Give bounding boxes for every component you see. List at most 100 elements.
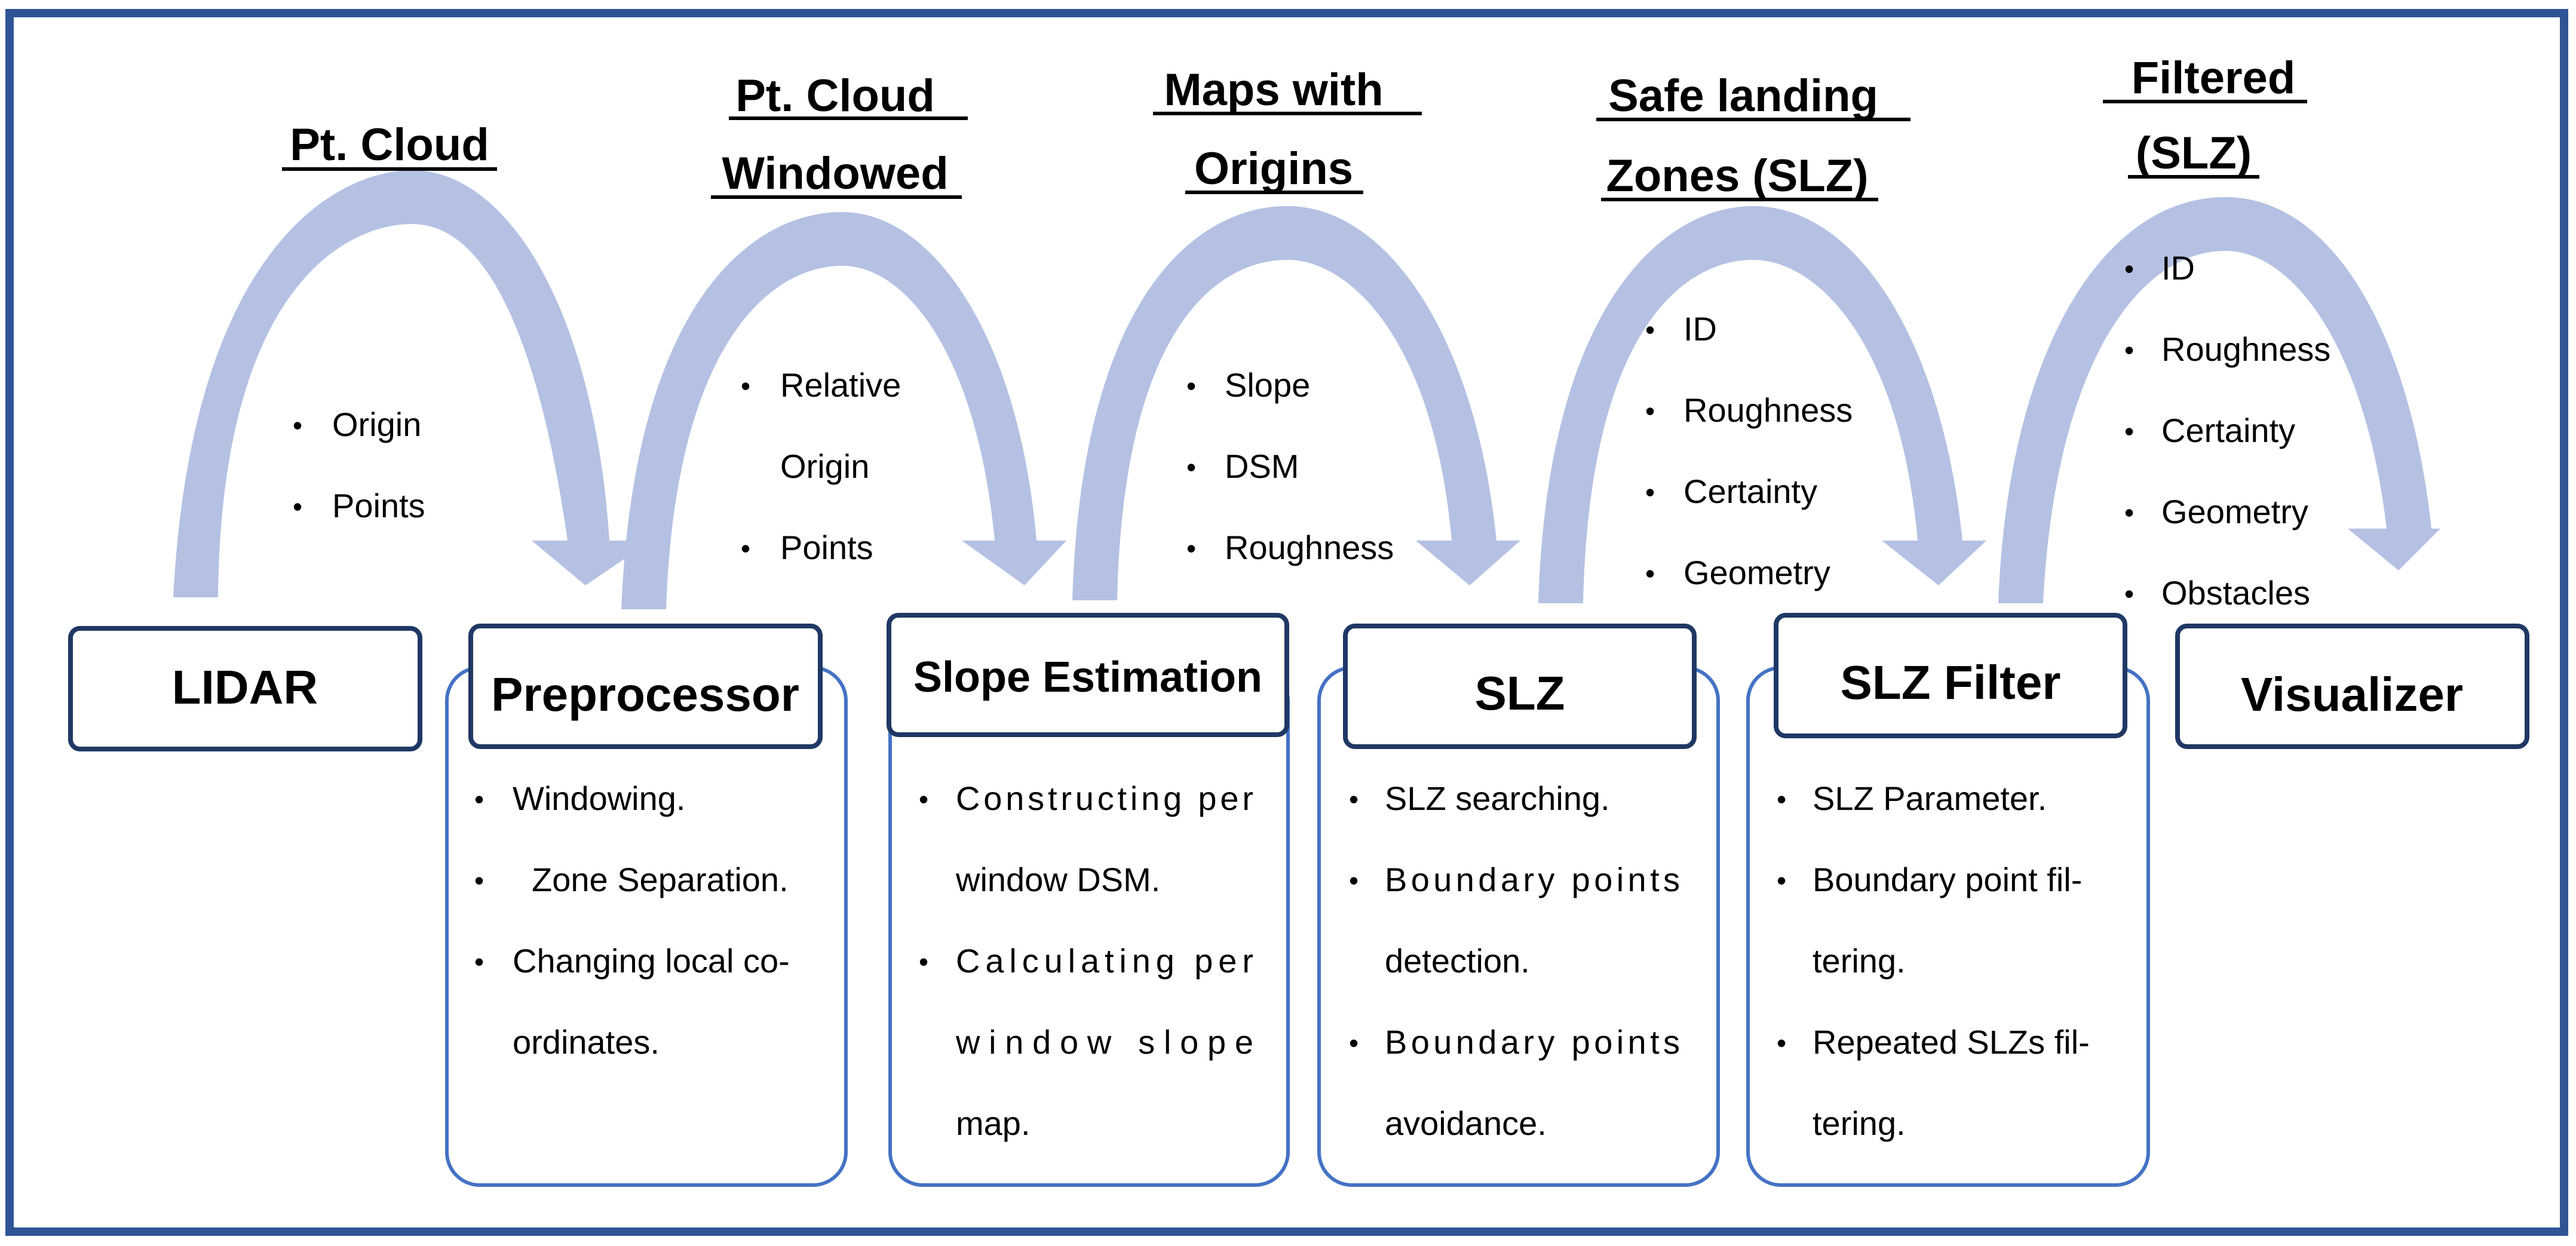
arc-item: ID	[1683, 310, 1717, 348]
panel-item: Changing local co-	[513, 942, 790, 980]
arc-item: Relative	[780, 366, 901, 404]
arc-item: Geometry	[1683, 554, 1830, 591]
panel-item: ordinates.	[513, 1023, 660, 1061]
arc-title-5: Filtered (SLZ)	[2103, 53, 2307, 179]
arc-items-1: • Origin • Points	[293, 406, 425, 524]
bullet-dot: •	[474, 865, 484, 896]
arc-title-line: Safe landing	[1608, 70, 1878, 121]
bullet-dot: •	[1777, 865, 1786, 896]
panel-item: Calculating per	[956, 942, 1253, 980]
arc-title-line: Pt. Cloud	[735, 70, 935, 121]
arc-items-2: • Relative Origin • Points	[741, 366, 901, 566]
panel-item: Boundary points	[1385, 1023, 1680, 1061]
bullet-dot: •	[2124, 253, 2134, 284]
block-label-preprocessor: Preprocessor	[491, 668, 799, 721]
arc-item: Points	[780, 529, 873, 566]
panel-item: detection.	[1385, 942, 1530, 980]
bullet-dot: •	[1777, 784, 1786, 815]
arc-arrow-2	[621, 212, 1066, 609]
arc-item: DSM	[1225, 447, 1299, 485]
arc-title-line: Filtered	[2132, 53, 2296, 103]
arc-item: Roughness	[1683, 391, 1853, 429]
arc-item: Roughness	[2161, 330, 2330, 368]
bullet-dot: •	[1186, 452, 1196, 483]
bullet-dot: •	[919, 784, 928, 815]
arc-items-4: • ID • Roughness • Certainty • Geometry	[1645, 310, 1853, 591]
bullet-dot: •	[2124, 416, 2134, 447]
arc-title-line: (SLZ)	[2136, 128, 2252, 179]
bullet-dot: •	[1645, 558, 1655, 589]
bullet-dot: •	[741, 533, 750, 564]
bullet-dot: •	[1645, 477, 1655, 508]
bullet-dot: •	[474, 946, 484, 977]
arc-arrow-3	[1072, 206, 1520, 600]
panel-item: Repeated SLZs fil-	[1813, 1023, 2090, 1061]
panel-item: Zone Separation.	[532, 861, 789, 898]
arc-item: Certainty	[2161, 412, 2295, 449]
panel-item: Boundary point fil-	[1813, 861, 2082, 898]
arc-arrow-1	[173, 170, 651, 597]
arc-title-line: Maps with	[1164, 65, 1383, 115]
arc-title-1: Pt. Cloud	[282, 119, 497, 171]
bullet-dot: •	[1186, 533, 1196, 564]
arc-item: Points	[332, 487, 425, 524]
arc-items-5: • ID • Roughness • Certainty • Geometry …	[2124, 249, 2330, 612]
panel-item: tering.	[1813, 942, 1906, 980]
block-lidar	[68, 626, 422, 751]
block-slz-filter	[1774, 613, 2127, 738]
bullet-dot: •	[474, 784, 484, 815]
arc-item: Roughness	[1225, 529, 1394, 566]
panel-item: avoidance.	[1385, 1104, 1547, 1142]
panel-item: map.	[956, 1104, 1031, 1142]
arc-item: Slope	[1225, 366, 1310, 404]
arc-title-line: Windowed	[722, 148, 948, 199]
bullet-dot: •	[741, 370, 750, 401]
bullet-dot: •	[2124, 497, 2134, 528]
arc-title-line: Origins	[1194, 143, 1353, 194]
arc-item: Origin	[332, 406, 421, 443]
block-label-slope-estimation: Slope Estimation	[913, 653, 1262, 701]
bullet-dot: •	[1645, 314, 1655, 345]
block-visualizer	[2175, 624, 2529, 749]
arc-items-3: • Slope • DSM • Roughness	[1186, 366, 1394, 566]
block-label-slz-filter: SLZ Filter	[1841, 656, 2061, 709]
arc-title-2: Pt. Cloud Windowed	[711, 70, 968, 199]
block-label-slz: SLZ	[1474, 667, 1565, 720]
bullet-dot: •	[2124, 334, 2134, 366]
panel-items-preprocessor: • Windowing. • Zone Separation. • Changi…	[474, 779, 790, 1061]
arc-item: Origin	[780, 447, 869, 485]
arc-item: Obstacles	[2161, 574, 2310, 612]
panel-item: tering.	[1813, 1104, 1906, 1142]
panel-item: SLZ searching.	[1385, 779, 1610, 817]
bullet-dot: •	[1349, 865, 1358, 896]
panel-items-slz-filter: • SLZ Parameter. • Boundary point fil- t…	[1777, 779, 2090, 1142]
panel-item: Constructing per	[956, 779, 1253, 817]
bullet-dot: •	[1777, 1027, 1786, 1058]
block-label-lidar: LIDAR	[172, 661, 318, 714]
arc-arrow-4	[1538, 206, 1986, 603]
panel-item: SLZ Parameter.	[1813, 779, 2047, 817]
block-label-visualizer: Visualizer	[2241, 668, 2463, 721]
bullet-dot: •	[1645, 395, 1655, 426]
bullet-dot: •	[2124, 578, 2134, 609]
panel-items-slz: • SLZ searching. • Boundary points detec…	[1349, 779, 1680, 1142]
arc-item: Certainty	[1683, 472, 1817, 510]
arc-title-3: Maps with Origins	[1153, 65, 1422, 194]
bullet-dot: •	[293, 410, 302, 441]
bullet-dot: •	[293, 491, 302, 522]
arc-arrow-5	[1998, 197, 2440, 603]
block-preprocessor	[468, 624, 823, 749]
arc-title-line: Zones (SLZ)	[1606, 151, 1868, 201]
block-slope-estimation	[887, 613, 1289, 737]
bullet-dot: •	[1186, 370, 1196, 401]
panel-item: Windowing.	[513, 779, 685, 817]
bullet-dot: •	[1349, 784, 1358, 815]
arc-item: ID	[2161, 249, 2195, 287]
panel-item: Boundary points	[1385, 861, 1680, 898]
block-slz	[1343, 624, 1697, 749]
arc-title-line: Pt. Cloud	[290, 119, 489, 170]
bullet-dot: •	[1349, 1027, 1358, 1058]
arc-title-4: Safe landing Zones (SLZ)	[1596, 70, 1910, 201]
bullet-dot: •	[919, 946, 928, 977]
